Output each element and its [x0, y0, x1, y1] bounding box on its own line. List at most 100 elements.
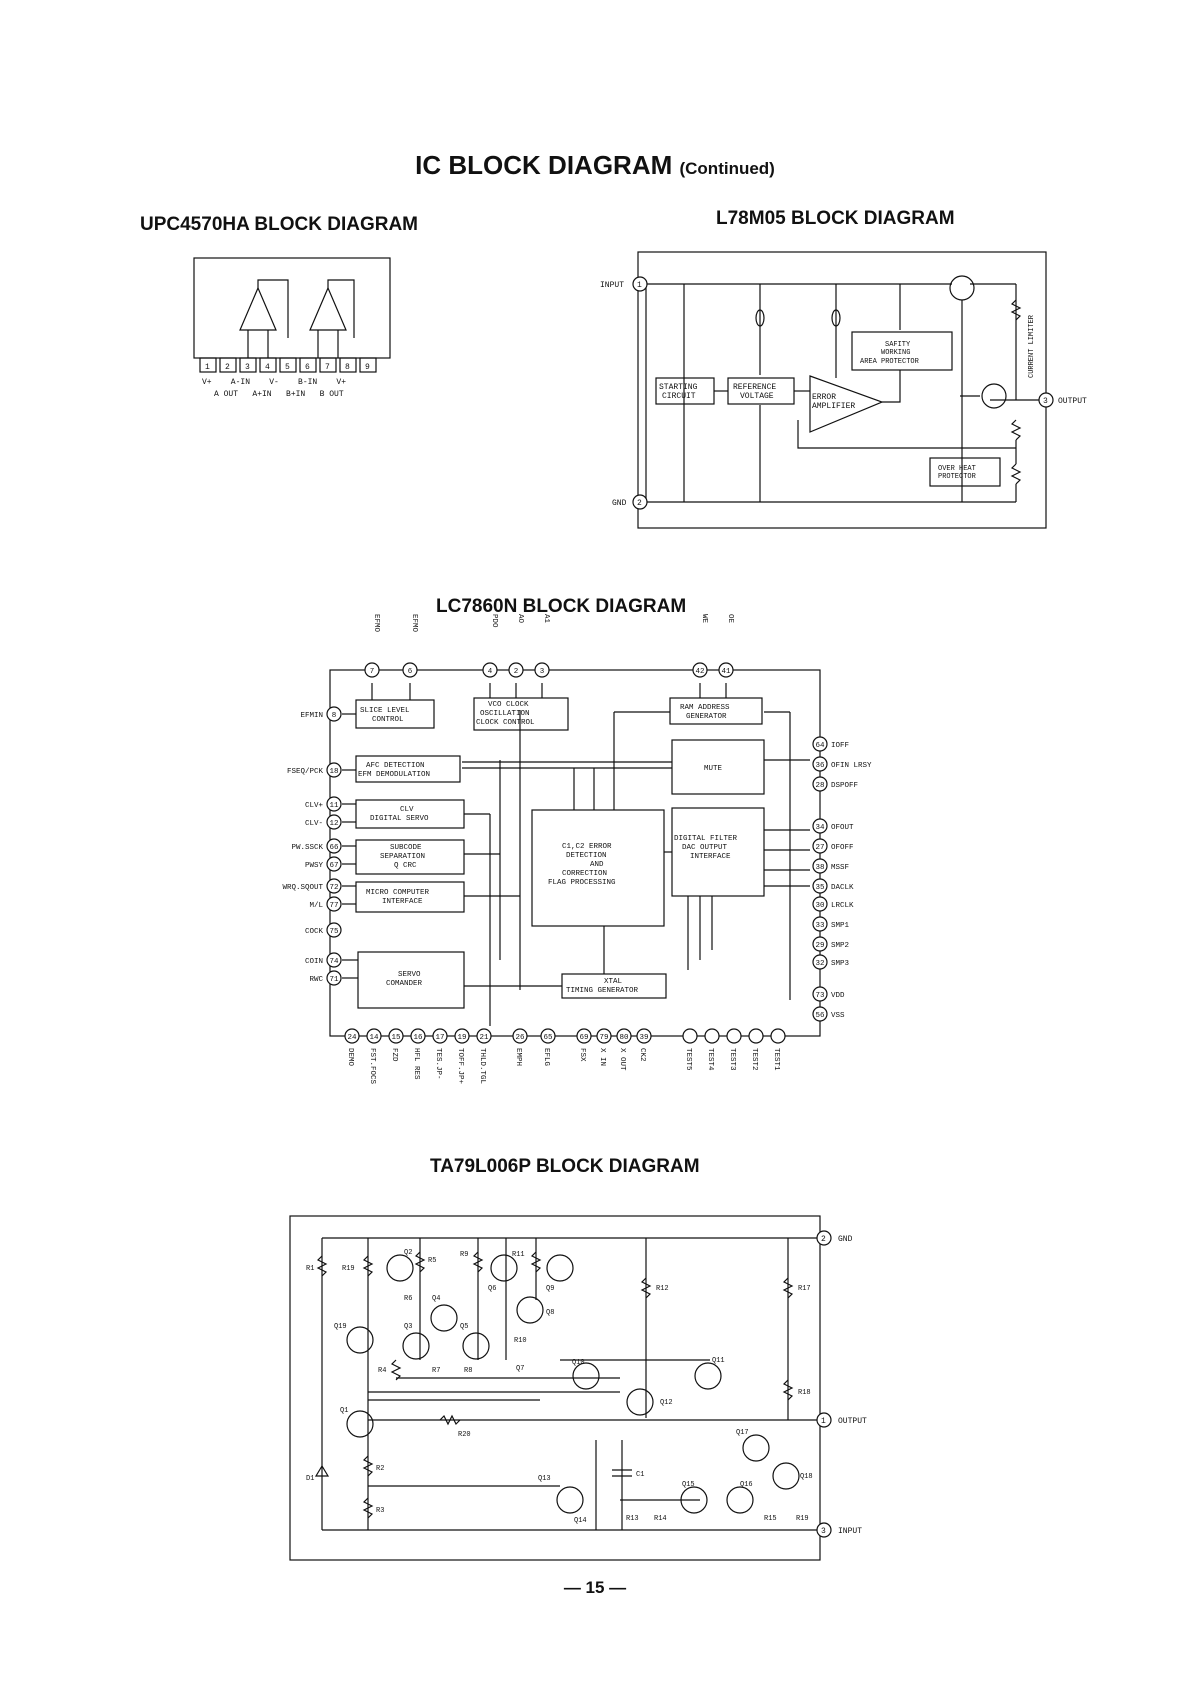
- error-label-2: AMPLIFIER: [812, 402, 855, 411]
- pin-circle: [326, 952, 342, 968]
- ta79l006p-diagram: [289, 1215, 832, 1561]
- label-q8: Q8: [546, 1309, 554, 1317]
- pin-label: EMPH: [514, 1048, 522, 1066]
- page-title: IC BLOCK DIAGRAM (Continued): [0, 150, 1190, 181]
- pin-circle: [812, 986, 828, 1002]
- pin-label: COCK: [305, 928, 324, 936]
- lc7860n-pin-bottom-10: 79X IN: [596, 1028, 612, 1066]
- pin-circle: [512, 1028, 528, 1044]
- pin-label: VDD: [831, 992, 845, 1000]
- page-number: — 15 —: [563, 1578, 627, 1597]
- dfilter-label-2: DAC OUTPUT: [682, 844, 728, 852]
- lc7860n-pin-bottom-11: 80X OUT: [616, 1028, 632, 1071]
- transistor-q6: [490, 1254, 518, 1282]
- c1c2-label-5: FLAG PROCESSING: [548, 879, 616, 887]
- subcode-block: [355, 839, 465, 875]
- pin-label: EFLG: [542, 1048, 550, 1067]
- lc7860n-pin-bottom-15: TEST3: [726, 1028, 742, 1071]
- transistor-q17: [742, 1434, 770, 1462]
- pin-label: TES.JP-: [434, 1048, 442, 1080]
- pin-label: TEST5: [684, 1048, 692, 1071]
- lc7860n-pin-bottom-13: TEST5: [682, 1028, 698, 1071]
- ta79-pin-in-num: 3: [821, 1527, 826, 1536]
- safety-label-1: SAFITY: [885, 341, 911, 349]
- pin-label: TEST4: [706, 1048, 714, 1071]
- pin-label: AO: [516, 614, 524, 624]
- pin-number: 30: [815, 902, 825, 910]
- pin-number: 56: [815, 1012, 825, 1020]
- label-r12: R12: [656, 1285, 669, 1293]
- pin-circle: [476, 1028, 492, 1044]
- pin-circle: [508, 662, 524, 678]
- pin-label: CLV-: [305, 820, 323, 828]
- pin-circle: [692, 662, 708, 678]
- starting-label-1: STARTING: [659, 383, 698, 392]
- pin-number: 65: [543, 1034, 553, 1042]
- safety-area-protector-block: [851, 331, 953, 371]
- subcode-label-1: SUBCODE: [390, 844, 422, 852]
- pin-circle: [812, 858, 828, 874]
- pin-circle: [326, 814, 342, 830]
- label-q2: Q2: [404, 1249, 412, 1257]
- pin-number: 15: [391, 1034, 401, 1042]
- label-r19b: R19: [796, 1515, 809, 1523]
- label-q4: Q4: [432, 1295, 440, 1303]
- pin-circle: [812, 916, 828, 932]
- pin-number: 2: [514, 668, 519, 676]
- transistor-q15: [680, 1486, 708, 1514]
- pin-label: THLD.TGL: [478, 1048, 486, 1085]
- pin-label: FSEQ/PCK: [287, 768, 324, 776]
- pin-circle: [540, 1028, 556, 1044]
- pin-circle: [326, 970, 342, 986]
- pin-number: 80: [619, 1034, 629, 1042]
- pin-circle: [812, 818, 828, 834]
- pin-circle: [616, 1028, 632, 1044]
- afc-label-2: EFM DEMODULATION: [358, 771, 430, 779]
- c1c2-error-block: [531, 809, 665, 927]
- label-r13: R13: [626, 1515, 639, 1523]
- micro-computer-block: [355, 881, 465, 913]
- pin-label: EFMO: [372, 614, 380, 633]
- pin-circle: [726, 1028, 742, 1044]
- upc4570ha-diagram: [193, 257, 391, 373]
- label-r6: R6: [404, 1295, 412, 1303]
- lc7860n-block-labels: SLICE LEVEL CONTROL VCO CLOCK OSCILLATIO…: [358, 701, 738, 995]
- ta79l006p-title: TA79L006P BLOCK DIAGRAM: [430, 1156, 700, 1177]
- ta79-gnd-label: GND: [838, 1235, 853, 1244]
- l78m05-gnd-label: GND: [612, 499, 627, 508]
- label-r5: R5: [428, 1257, 436, 1265]
- pin-number: 24: [347, 1034, 357, 1042]
- ta79-output-label: OUTPUT: [838, 1417, 867, 1426]
- dfilter-label-3: INTERFACE: [690, 853, 731, 861]
- vco-clock-block: [473, 697, 569, 731]
- reference-label-2: VOLTAGE: [740, 392, 774, 401]
- transistor-q3: [402, 1332, 430, 1360]
- resistor-r20: [439, 1414, 461, 1426]
- pin-label: EFMO: [410, 614, 418, 633]
- lc7860n-left-pins: 8EFMIN18FSEQ/PCK11CLV+12CLV-66PW.SSCK67P…: [282, 706, 342, 986]
- mute-block: [671, 739, 765, 795]
- pin-circle: [454, 1028, 470, 1044]
- transistor-q14: [556, 1486, 584, 1514]
- pin-label: OFOUT: [831, 824, 854, 832]
- transistor-q8: [516, 1296, 544, 1324]
- pin-label: PW.SSCK: [291, 844, 323, 852]
- pin-label: OFIN LRSY: [831, 762, 872, 770]
- pin-label: CLV+: [305, 802, 324, 810]
- label-q10: Q10: [572, 1359, 585, 1367]
- pin-circle: [770, 1028, 786, 1044]
- lc7860n-pin-bottom-17: TEST1: [770, 1028, 786, 1071]
- l78m05-pin-output: [1038, 392, 1054, 408]
- label-d1: D1: [306, 1475, 314, 1483]
- upc4570ha-title: UPC4570HA BLOCK DIAGRAM: [140, 214, 418, 235]
- label-q9: Q9: [546, 1285, 554, 1293]
